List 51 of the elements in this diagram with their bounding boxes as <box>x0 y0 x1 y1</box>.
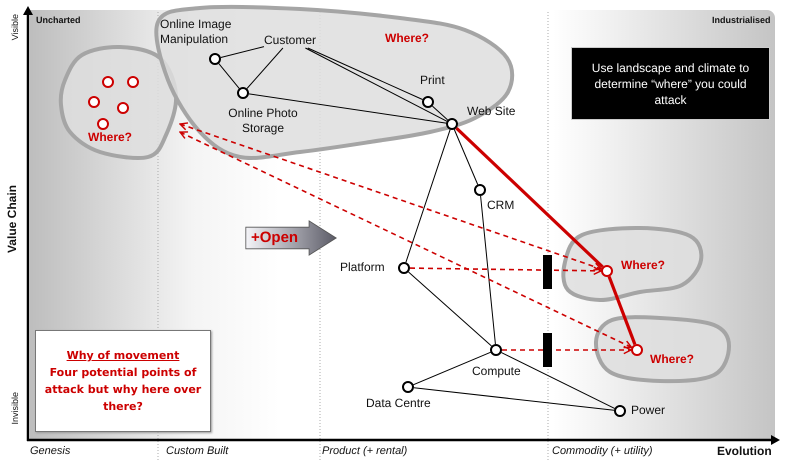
connector-line <box>414 387 614 411</box>
note-box <box>35 330 211 432</box>
stage-label: Commodity (+ utility) <box>552 444 653 459</box>
connector-line <box>413 352 491 386</box>
component-label: Data Centre <box>366 396 432 411</box>
arrow-label: +Open <box>251 228 298 247</box>
region-label: Where? <box>385 31 430 46</box>
connector-line <box>455 126 604 268</box>
region-label: Where? <box>88 130 132 145</box>
axis-title: Evolution <box>717 444 772 459</box>
connector-line <box>500 352 616 409</box>
note-heading: Why of movement <box>66 348 180 364</box>
region-label: Where? <box>621 258 666 273</box>
region-label: Where? <box>650 352 694 367</box>
connector-line <box>608 276 636 345</box>
connector-line <box>304 48 448 122</box>
component-label: CRM <box>487 198 516 213</box>
axis-end-label: Invisible <box>9 392 21 425</box>
note-text: Four potential points of attack but why here over there? <box>44 365 202 415</box>
component-label: Print <box>420 73 446 88</box>
dashed-arrow <box>502 346 632 354</box>
connector-line <box>480 196 496 344</box>
dashed-arrow <box>410 266 602 276</box>
connector-line <box>218 63 240 89</box>
axis-title: Value Chain <box>5 185 20 254</box>
stage-heading: Industrialised <box>712 14 771 27</box>
connector-line <box>408 272 492 346</box>
axis-end-label: Visible <box>9 14 21 40</box>
component-label: Platform <box>340 260 386 275</box>
connector-line <box>432 106 448 120</box>
component-label: Web Site <box>467 104 516 119</box>
callout-text: Use landscape and climate to determine “where” you could attack <box>590 60 750 108</box>
stage-label: Genesis <box>30 444 70 459</box>
dashed-arrow <box>179 122 602 271</box>
connector-line <box>246 48 284 89</box>
connector-line <box>248 93 447 124</box>
block-arrow <box>245 220 337 256</box>
callout-box <box>571 47 770 120</box>
stage-label: Product (+ rental) <box>322 444 408 459</box>
region-blob <box>58 44 180 162</box>
component-label: Power <box>631 403 666 418</box>
connector-line <box>220 46 264 58</box>
component-label: Compute <box>472 364 522 379</box>
stage-heading: Uncharted <box>36 14 81 27</box>
component-label: Customer <box>264 32 316 48</box>
dashed-arrow <box>179 131 632 348</box>
component-label: Online Photo Storage <box>227 106 299 136</box>
stage-label: Custom Built <box>166 444 228 459</box>
connector-line <box>307 48 423 100</box>
connector-line <box>454 129 478 185</box>
connector-line <box>405 129 451 263</box>
